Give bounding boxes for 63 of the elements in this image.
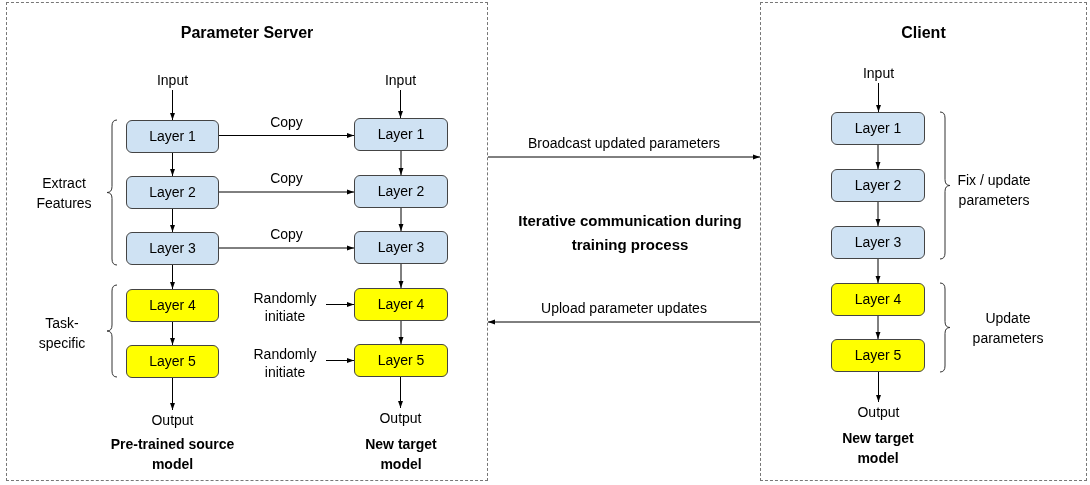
container-title: Parameter Server	[180, 23, 314, 43]
text-label: New target model	[364, 435, 438, 474]
arrow	[218, 133, 355, 138]
arrow	[875, 258, 881, 284]
dashed-container	[760, 2, 1087, 481]
arrow	[170, 89, 175, 121]
arrow	[398, 320, 404, 345]
layer-box: Layer 1	[126, 120, 219, 153]
layer-box: Layer 2	[831, 169, 925, 202]
layer-box: Layer 5	[354, 344, 448, 377]
container-title: Client	[901, 23, 946, 43]
arrow	[398, 89, 403, 119]
layer-box: Layer 4	[354, 288, 448, 321]
arrow	[876, 371, 881, 403]
layer-box: Layer 3	[831, 226, 925, 259]
node-text: Output	[849, 402, 908, 422]
text-label: Update parameters	[971, 309, 1045, 348]
text-label: Extract Features	[35, 174, 93, 213]
arrow	[875, 315, 881, 340]
arrow	[875, 144, 881, 170]
layer-box: Layer 3	[126, 232, 219, 265]
layer-box: Layer 2	[126, 176, 219, 209]
edge-label: Upload parameter updates	[539, 300, 709, 316]
arrow	[875, 201, 881, 227]
arrow	[170, 264, 175, 290]
arrow	[170, 152, 175, 177]
node-text: Input	[856, 63, 901, 83]
node-text: Randomly initiate	[244, 344, 326, 382]
layer-box: Layer 1	[831, 112, 925, 145]
text-label: Fix / update parameters	[956, 171, 1032, 210]
node-text: Output	[143, 410, 202, 430]
arrow	[876, 82, 881, 113]
arrow	[170, 321, 175, 346]
node-text: Output	[371, 408, 430, 428]
layer-box: Layer 4	[126, 289, 219, 322]
layer-box: Layer 4	[831, 283, 925, 316]
arrow	[398, 376, 403, 409]
arrow	[325, 358, 355, 363]
layer-box: Layer 1	[354, 118, 448, 151]
arrow	[398, 150, 404, 176]
dashed-container	[6, 2, 488, 481]
node-text: Randomly initiate	[244, 288, 326, 326]
layer-box: Layer 5	[126, 345, 219, 378]
arrow	[325, 302, 355, 307]
node-text: Input	[378, 70, 423, 90]
arrow	[218, 189, 355, 195]
arrow	[218, 245, 355, 251]
edge-label: Copy	[268, 226, 305, 242]
arrow	[170, 208, 175, 233]
edge-label: Copy	[268, 170, 305, 186]
text-label: New target model	[841, 429, 915, 468]
node-text: Input	[150, 70, 195, 90]
layer-box: Layer 5	[831, 339, 925, 372]
text-label: Pre-trained source model	[109, 435, 236, 474]
arrow	[398, 207, 404, 232]
arrow	[487, 154, 761, 160]
arrow	[487, 319, 761, 325]
layer-box: Layer 2	[354, 175, 448, 208]
arrow	[398, 263, 404, 289]
text-label: Iterative communication during training process	[517, 211, 743, 255]
layer-box: Layer 3	[354, 231, 448, 264]
text-label: Task-specific	[37, 314, 87, 353]
arrow	[170, 377, 175, 411]
